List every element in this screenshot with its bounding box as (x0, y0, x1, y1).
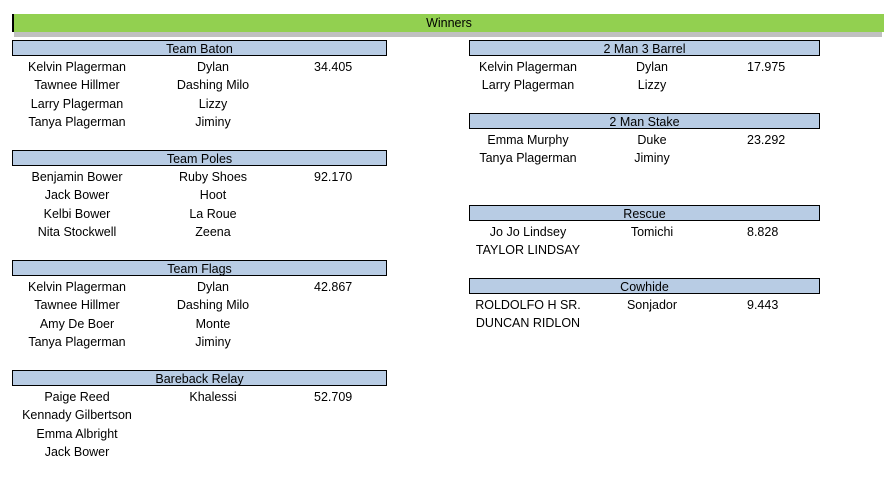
horse-name: Khalessi (189, 390, 237, 404)
horse-name: Dashing Milo (176, 78, 250, 93)
rider-name: Paige Reed (44, 390, 110, 404)
horse-name: Lizzy (637, 78, 667, 93)
winners-banner: Winners (12, 14, 884, 32)
rider-name: Jack Bower (44, 188, 110, 203)
rider-name: Larry Plagerman (481, 78, 575, 93)
rider-name: ROLDOLFO H SR. (475, 298, 581, 312)
horse-name: Monte (195, 316, 231, 331)
run-time: 34.405 (314, 60, 353, 74)
rider-name: Emma Albright (36, 426, 118, 441)
horse-name: Tomichi (630, 225, 674, 239)
horse-name: Dylan (197, 60, 229, 74)
banner-shadow (14, 32, 882, 37)
rider-name: TAYLOR LINDSAY (475, 243, 581, 258)
rider-name: Tanya Plagerman (28, 114, 126, 129)
rider-name: Kelbi Bower (43, 206, 111, 221)
horse-name: Duke (637, 133, 667, 147)
rider-name: DUNCAN RIDLON (475, 316, 581, 331)
horse-name: Jiminy (195, 334, 231, 349)
horse-name: Sonjador (626, 298, 678, 312)
horse-name: Hoot (199, 188, 227, 203)
rider-name: Kelvin Plagerman (28, 60, 126, 74)
horse-name: Lizzy (198, 96, 228, 111)
section-header: Bareback Relay (12, 370, 387, 386)
run-time: 8.828 (747, 225, 779, 239)
section-header: Team Baton (12, 40, 387, 56)
horse-name: La Roue (189, 206, 237, 221)
rider-name: Jo Jo Lindsey (489, 225, 567, 239)
section-header: Team Flags (12, 260, 387, 276)
section-header: Cowhide (469, 278, 820, 294)
rider-name: Kelvin Plagerman (479, 60, 577, 74)
run-time: 23.292 (747, 133, 786, 147)
rider-name: Emma Murphy (487, 133, 569, 147)
rider-name: Larry Plagerman (30, 96, 124, 111)
horse-name: Jiminy (634, 151, 670, 166)
rider-name: Benjamin Bower (31, 170, 123, 184)
rider-name: Kelvin Plagerman (28, 280, 126, 294)
rider-name: Tawnee Hillmer (34, 78, 120, 93)
rider-name: Tanya Plagerman (28, 334, 126, 349)
rider-name: Amy De Boer (39, 316, 115, 331)
section-header: Rescue (469, 205, 820, 221)
run-time: 52.709 (314, 390, 353, 404)
run-time: 42.867 (314, 280, 353, 294)
run-time: 92.170 (314, 170, 353, 184)
run-time: 17.975 (747, 60, 786, 74)
horse-name: Ruby Shoes (178, 170, 248, 184)
rider-name: Tawnee Hillmer (34, 298, 120, 313)
run-time: 9.443 (747, 298, 779, 312)
horse-name: Dylan (197, 280, 229, 294)
section-header: 2 Man 3 Barrel (469, 40, 820, 56)
section-header: Team Poles (12, 150, 387, 166)
horse-name: Jiminy (195, 114, 231, 129)
horse-name: Dashing Milo (176, 298, 250, 313)
section-header: 2 Man Stake (469, 113, 820, 129)
rider-name: Nita Stockwell (37, 224, 117, 239)
rider-name: Jack Bower (44, 444, 110, 459)
horse-name: Dylan (636, 60, 668, 74)
rider-name: Kennady Gilbertson (22, 408, 132, 423)
horse-name: Zeena (195, 224, 231, 239)
rider-name: Tanya Plagerman (479, 151, 577, 166)
